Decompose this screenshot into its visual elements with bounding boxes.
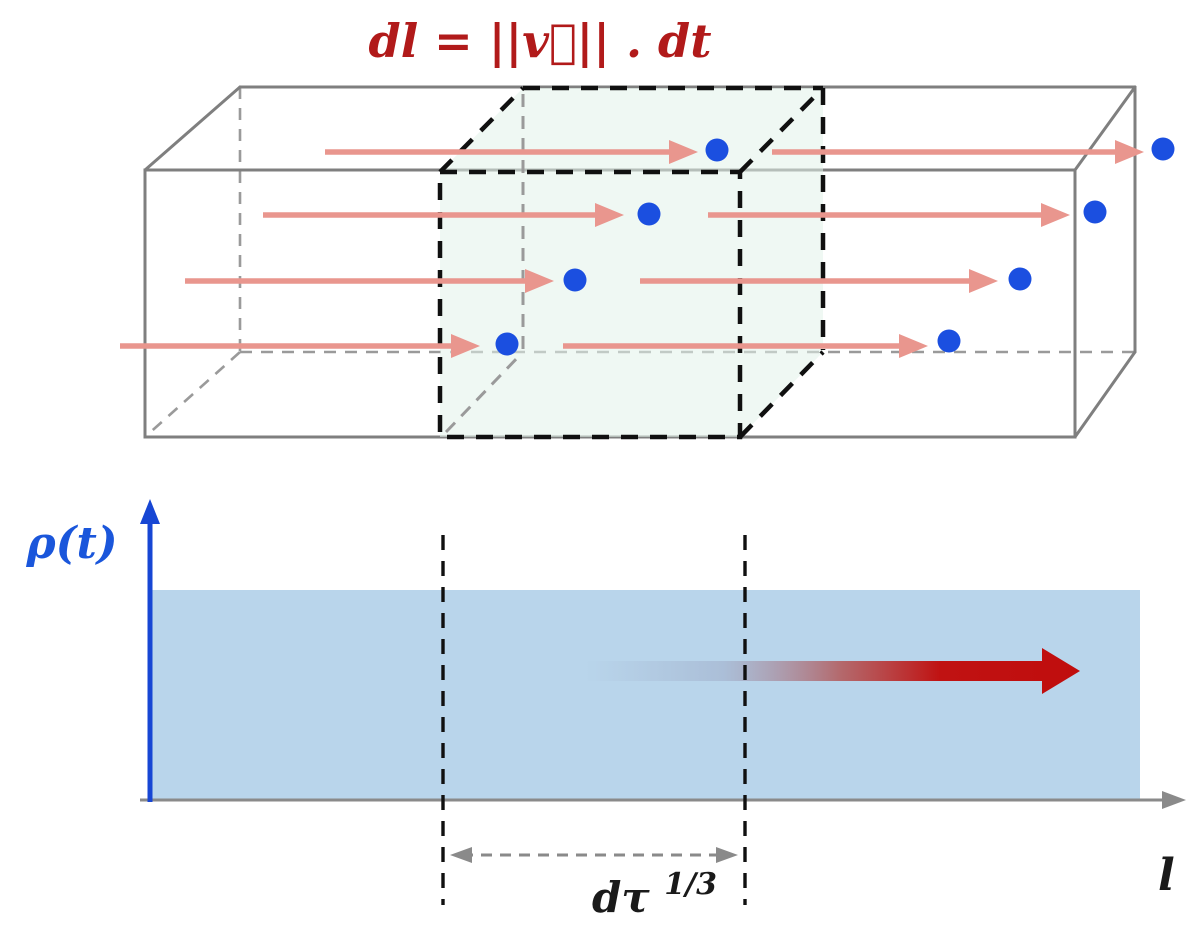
velocity-arrowhead-icon: [1115, 140, 1144, 164]
velocity-arrowhead-icon: [1041, 203, 1070, 227]
velocity-arrowhead-icon: [451, 334, 480, 358]
density-band: [150, 590, 1140, 800]
velocity-arrowhead-icon: [595, 203, 624, 227]
particle-dot: [705, 138, 729, 162]
slab-hidden-edge: [444, 352, 523, 434]
slab-section: [437, 85, 826, 440]
interval-length-label: dτ 1/3: [592, 867, 717, 922]
density-axis-label: ρ(t): [25, 518, 117, 569]
x-axis-arrowhead-icon: [1162, 791, 1186, 809]
box-edge: [1073, 85, 1137, 172]
y-axis-arrowhead-icon: [140, 499, 160, 524]
particle-dot: [637, 202, 661, 226]
box-edge: [1073, 350, 1137, 439]
slab-front-face: [437, 169, 743, 440]
velocity-arrowhead-icon: [899, 334, 928, 358]
velocity-arrowhead-icon: [669, 140, 698, 164]
slab-edge: [438, 86, 525, 174]
slab-fill: [440, 88, 823, 437]
velocity-arrowhead-icon: [525, 269, 554, 293]
measure-arrowhead-left-icon: [450, 847, 472, 863]
particle-dot: [1008, 267, 1032, 291]
slab-thickness-formula: dl = ||v⃗|| . dt: [369, 14, 712, 68]
box-hidden-edge: [144, 351, 241, 438]
particle-dot: [1083, 200, 1107, 224]
particle-dot: [495, 332, 519, 356]
velocity-arrowhead-icon: [969, 269, 998, 293]
density-plot: ρ(t) l dτ 1/3: [25, 499, 1186, 922]
particle-dot: [563, 268, 587, 292]
length-axis-label: l: [1158, 850, 1175, 901]
measure-arrowhead-right-icon: [716, 847, 738, 863]
interval-label-base: dτ: [592, 873, 650, 922]
interval-label-exponent: 1/3: [664, 867, 717, 902]
slab-edge: [738, 86, 825, 174]
propagation-arrow: [585, 648, 1080, 694]
particle-dot: [937, 329, 961, 353]
particle-dot: [1151, 137, 1175, 161]
slab-edge: [738, 350, 825, 439]
box-edge: [143, 85, 242, 172]
particles-layer: [120, 137, 1175, 358]
